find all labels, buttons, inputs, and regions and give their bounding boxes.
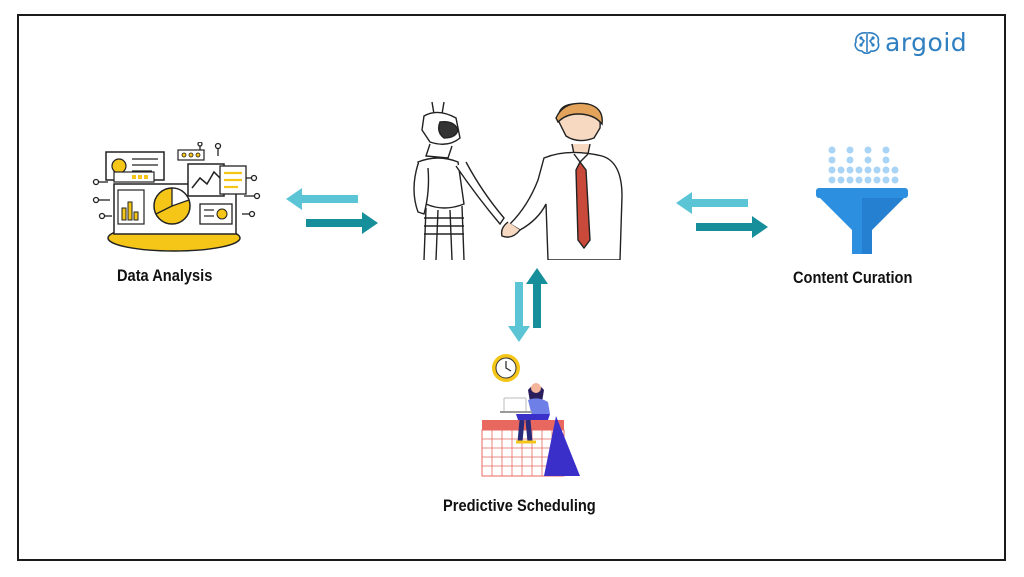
brand-name: argoid xyxy=(885,28,968,57)
calendar-person-clock-icon xyxy=(481,354,580,477)
funnel-icon xyxy=(816,146,908,254)
arrow-to-scheduling xyxy=(508,282,530,342)
brain-icon xyxy=(854,31,880,54)
arrow-to-center-from-curation xyxy=(676,192,748,214)
bidirectional-arrows-vertical xyxy=(508,268,548,342)
bidirectional-arrows-right xyxy=(676,192,768,238)
arrow-from-scheduling xyxy=(526,268,548,328)
brand-logo: argoid xyxy=(852,28,967,57)
data-analysis-dashboard-icon xyxy=(92,142,261,252)
data-analysis-label: Data Analysis xyxy=(117,266,213,285)
arrow-to-data-analysis xyxy=(286,188,358,210)
arrow-to-center xyxy=(306,212,378,234)
predictive-scheduling-label: Predictive Scheduling xyxy=(443,496,596,515)
content-curation-label: Content Curation xyxy=(793,268,913,287)
bidirectional-arrows-left xyxy=(286,188,378,234)
robot-human-handshake-icon xyxy=(413,101,623,260)
arrow-to-content-curation xyxy=(696,216,768,238)
